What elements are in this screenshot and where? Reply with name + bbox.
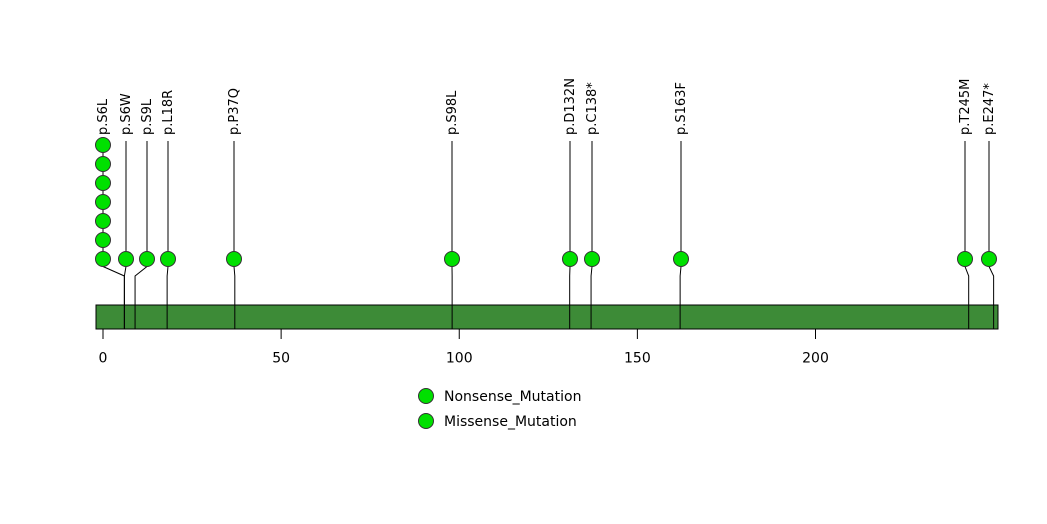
lollipop-stem [233,141,236,329]
mutation-marker[interactable] [95,251,111,267]
x-axis: 0 50 100 150 200 [99,329,829,367]
mutation-marker[interactable] [95,194,111,210]
mutation-marker[interactable] [95,156,111,172]
lollipop-pS98L[interactable] [444,141,460,329]
mutation-marker[interactable] [562,251,578,267]
mutation-marker[interactable] [118,251,134,267]
axis-tick-label: 100 [446,351,473,367]
lollipop-pL18R[interactable] [160,141,176,329]
mutation-marker[interactable] [95,232,111,248]
axis-tick-label: 200 [802,351,829,367]
axis-tick-label: 150 [624,351,651,367]
lollipop-stem [964,141,970,329]
mutation-marker[interactable] [584,251,600,267]
legend-marker [418,413,434,429]
mutation-label: p.S6L [96,98,111,135]
lollipop-stem [988,141,995,329]
protein-backbone [95,304,999,330]
mutation-label: p.S98L [445,90,460,135]
lollipop-stem [679,141,682,329]
mutation-marker[interactable] [139,251,155,267]
lollipop-pT245M[interactable] [957,141,973,329]
legend-label: Nonsense_Mutation [444,389,581,405]
mutation-label: p.T245M [958,79,973,135]
mutation-marker[interactable] [160,251,176,267]
mutation-marker[interactable] [444,251,460,267]
lollipop-pS163F[interactable] [673,141,689,329]
lollipop-stem [134,141,148,329]
mutation-label: p.S6W [119,93,134,135]
mutation-label: p.D132N [563,78,578,135]
mutation-marker[interactable] [226,251,242,267]
mutation-label: p.S163F [674,82,689,135]
lollipop-pS6W[interactable] [118,141,134,329]
axis-tick-label: 50 [272,351,290,367]
lollipop-pE247[interactable] [981,141,997,329]
lollipop-pC138[interactable] [584,141,600,329]
mutation-marker[interactable] [673,251,689,267]
protein-backbone-rect [95,304,999,330]
lollipop-stem [590,141,593,329]
lollipop-pS6L[interactable] [95,137,125,330]
mutation-marker[interactable] [981,251,997,267]
mutation-label: p.P37Q [227,88,242,135]
mutation-label: p.C138* [585,82,600,135]
legend-label: Missense_Mutation [444,414,577,430]
mutation-label: p.L18R [161,90,176,135]
mutation-marker[interactable] [95,137,111,153]
mutation-labels-layer: p.S6L p.S6W p.S9L p.L18R p.P37Q p.S98L p.D132N… [96,78,997,135]
lollipop-pP37Q[interactable] [226,141,242,329]
mutation-label: p.E247* [982,83,997,135]
lollipop-stem [166,141,169,329]
lollipop-pD132N[interactable] [562,141,578,329]
axis-tick-label: 0 [99,351,108,367]
lollipop-pS9L[interactable] [134,141,155,329]
lollipops-layer [95,137,997,330]
mutation-marker[interactable] [957,251,973,267]
mutation-label: p.S9L [140,98,155,135]
mutation-marker[interactable] [95,213,111,229]
lollipop-stem [123,141,127,329]
mutation-marker[interactable] [95,175,111,191]
legend-marker [418,388,434,404]
